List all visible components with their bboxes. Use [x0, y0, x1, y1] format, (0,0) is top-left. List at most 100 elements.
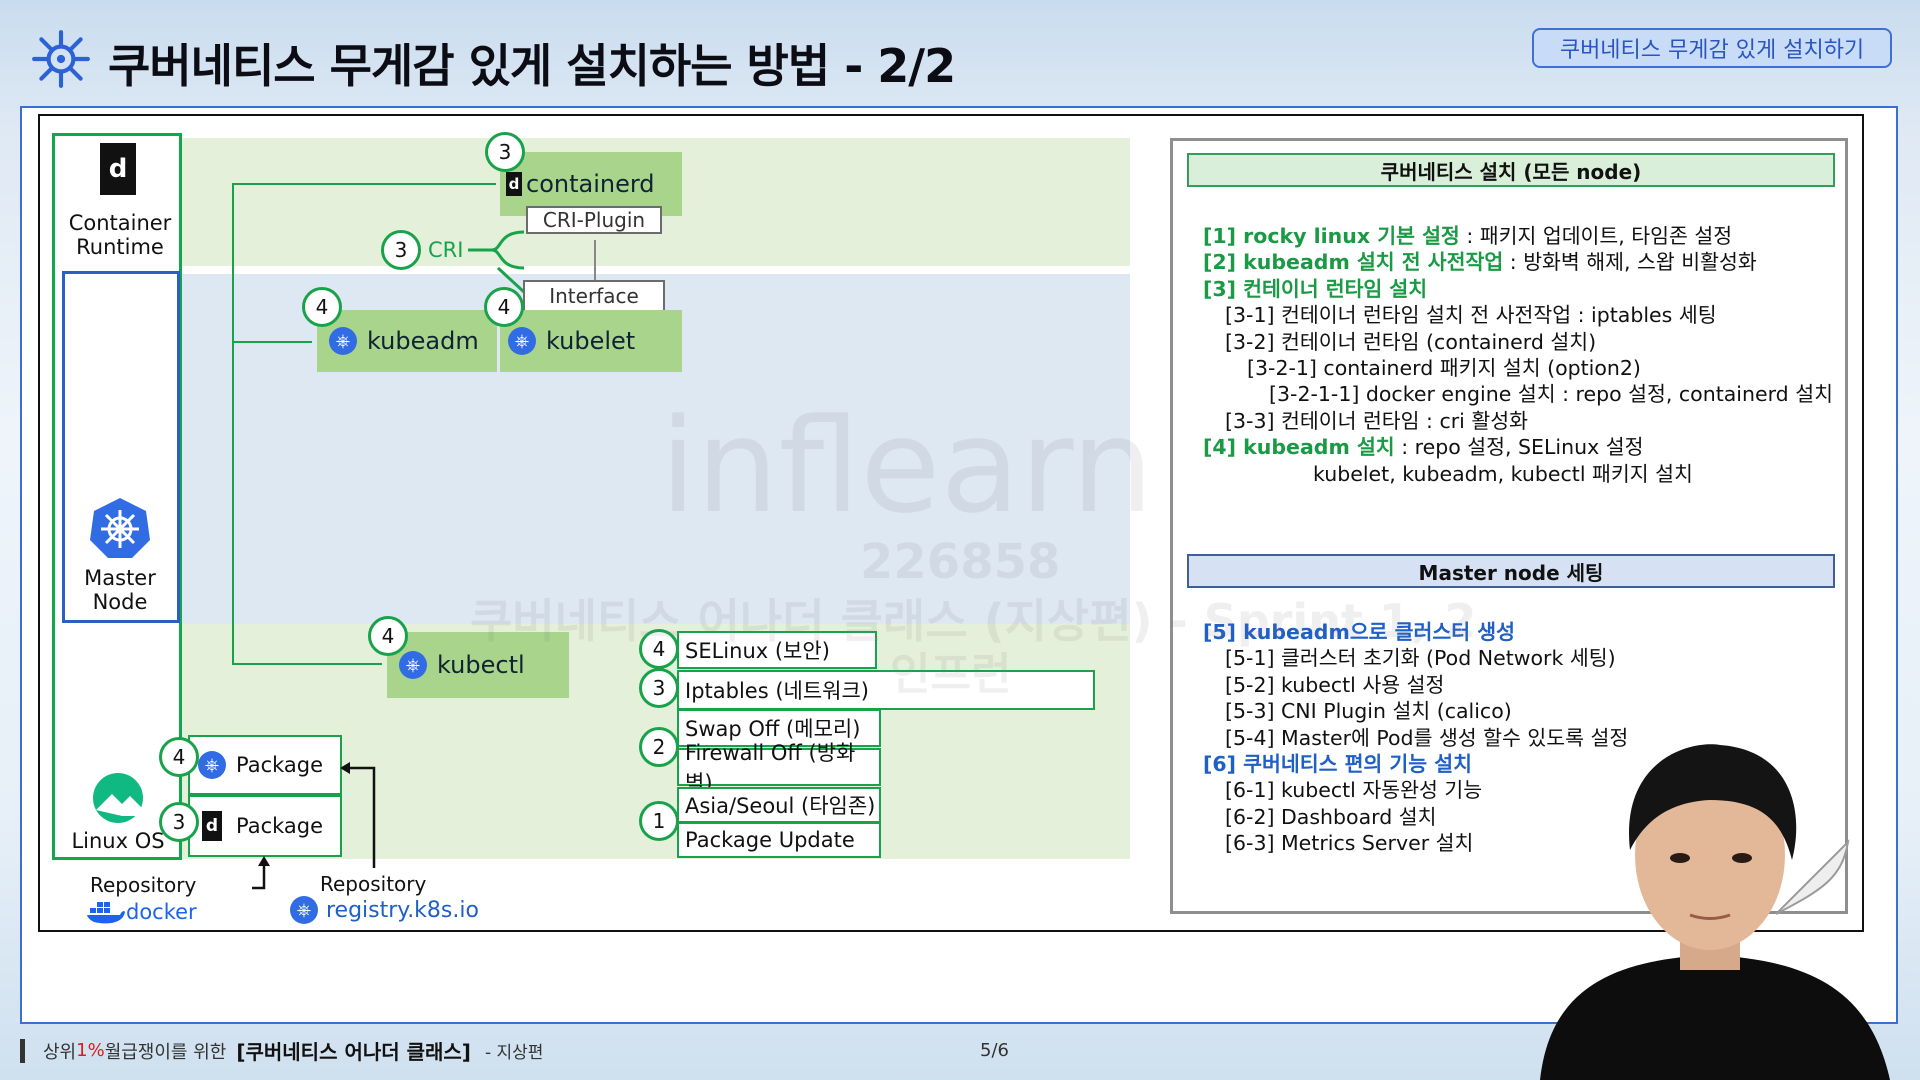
install-step-line: [3] 컨테이너 런타임 설치 [1203, 276, 1833, 302]
docker-label: docker [126, 900, 197, 924]
connector [594, 240, 596, 280]
step-number-badge: 4 [484, 287, 524, 327]
presenter-video [1540, 744, 1890, 1080]
page-number: 5/6 [980, 1040, 1009, 1061]
footer-course: [쿠버네티스 어나더 클래스] [236, 1040, 471, 1064]
kubernetes-icon: ⎈ [290, 896, 318, 924]
install-step-heading: [4] kubeadm 설치 [1203, 435, 1395, 460]
containerd-logo-icon: d [202, 811, 222, 841]
repository-docker-label: Repository [90, 873, 197, 897]
docker-icon [87, 902, 125, 924]
containerd-logo-icon: d [506, 172, 522, 196]
footer-bar [20, 1038, 25, 1063]
step-number-badge: 1 [639, 801, 679, 841]
kubectl-label: kubectl [437, 651, 525, 679]
install-step-line: [5-1] 클러스터 초기화 (Pod Network 세팅) [1225, 646, 1616, 671]
step-number-badge: 4 [368, 616, 408, 656]
install-step-heading: [3] 컨테이너 런타임 설치 [1203, 276, 1428, 301]
step-number-badge: 2 [639, 727, 679, 767]
package-label: Package [236, 814, 324, 838]
kubeadm-box: ⎈ kubeadm [317, 310, 497, 372]
install-step-line: kubelet, kubeadm, kubectl 패키지 설치 [1313, 461, 1693, 486]
package-k8s-box: ⎈ Package [188, 735, 342, 795]
step-package-update: Package Update [677, 822, 881, 858]
registry-k8s: ⎈ registry.k8s.io [290, 896, 479, 924]
section-badge: 쿠버네티스 무게감 있게 설치하기 [1532, 28, 1892, 68]
install-step-line: [3-2] 컨테이너 런타임 (containerd 설치) [1225, 329, 1597, 354]
footer-mid: 월급쟁이를 위한 [104, 1041, 227, 1063]
docker-logo: docker [86, 898, 197, 926]
step-number-badge: 3 [381, 230, 421, 270]
install-step-line: [3-2-1-1] docker engine 설치 : repo 설정, co… [1269, 382, 1833, 407]
footer-pre: 상위 [43, 1041, 77, 1063]
install-step-heading: [6] 쿠버네티스 편의 기능 설치 [1203, 752, 1473, 777]
step-number-badge: 4 [639, 629, 679, 669]
page-curl-icon [1775, 839, 1850, 915]
install-step-line: [6-3] Metrics Server 설치 [1225, 831, 1474, 856]
install-step-heading: [5] kubeadm으로 클러스터 생성 [1203, 620, 1515, 644]
registry-label: registry.k8s.io [326, 897, 479, 923]
page-title: 쿠버네티스 무게감 있게 설치하는 방법 - 2/2 [108, 39, 956, 93]
repository-arrows [252, 762, 376, 890]
package-label: Package [236, 753, 324, 777]
install-step-line: [6-1] kubectl 자동완성 기능 [1225, 778, 1483, 803]
install-step-line: [5-4] Master에 Pod를 생성 할수 있도록 설정 [1225, 725, 1629, 750]
step-number-badge: 3 [639, 668, 679, 708]
master-node-box [62, 271, 180, 623]
connector [232, 183, 234, 663]
containerd-label: containerd [526, 170, 655, 198]
kubelet-label: kubelet [546, 327, 636, 355]
install-all-nodes-header: 쿠버네티스 설치 (모든 node) [1187, 153, 1835, 187]
step-swap-off: Swap Off (메모리) [677, 709, 881, 747]
install-step-line: [3-3] 컨테이너 런타임 : cri 활성화 [1225, 408, 1528, 433]
footer: 상위 1% 월급쟁이를 위한 [쿠버네티스 어나더 클래스] - 지상편 [20, 1036, 543, 1065]
install-step-detail: : 방화벽 해제, 스왑 비활성화 [1503, 250, 1757, 275]
install-step-line: [5-2] kubectl 사용 설정 [1225, 672, 1445, 697]
kubectl-box: ⎈ kubectl [387, 632, 569, 698]
install-step-line: [3-2-1] containerd 패키지 설치 (option2) [1247, 356, 1641, 381]
install-step-line: [3-1] 컨테이너 런타임 설치 전 사전작업 : iptables 세팅 [1225, 303, 1717, 328]
step-number-badge: 3 [485, 132, 525, 172]
kubernetes-icon [90, 498, 150, 558]
kubeadm-label: kubeadm [367, 327, 479, 355]
install-step-line: [5-3] CNI Plugin 설치 (calico) [1225, 699, 1512, 724]
cri-bracket [468, 230, 526, 294]
kubernetes-icon: ⎈ [508, 327, 536, 355]
containerd-box: d containerd [500, 152, 682, 216]
cri-label: CRI [428, 238, 464, 262]
kubernetes-icon: ⎈ [399, 651, 427, 679]
install-step-detail: : 패키지 업데이트, 타임존 설정 [1459, 224, 1733, 248]
install-step-heading: [1] rocky linux 기본 설정 [1203, 224, 1460, 248]
step-firewall-off: Firewall Off (방화벽) [677, 741, 881, 795]
step-number-badge: 3 [159, 802, 199, 842]
footer-suffix: - 지상편 [484, 1043, 544, 1063]
container-runtime-label: Container Runtime [68, 211, 172, 259]
install-step-line: [5] kubeadm으로 클러스터 생성 [1203, 619, 1628, 645]
connector [232, 183, 496, 185]
interface-box: Interface [523, 280, 665, 312]
footer-percent: 1% [76, 1040, 105, 1061]
install-step-line: [4] kubeadm 설치 : repo 설정, SELinux 설정 [1203, 434, 1833, 460]
install-step-detail: : repo 설정, SELinux 설정 [1394, 435, 1644, 460]
rocky-linux-icon [93, 773, 143, 823]
cri-plugin-box: CRI-Plugin [526, 206, 662, 234]
install-steps-list: [1] rocky linux 기본 설정 : 패키지 업데이트, 타임존 설정… [1203, 223, 1833, 487]
kubernetes-icon: ⎈ [329, 327, 357, 355]
step-iptables: Iptables (네트워크) [677, 670, 1095, 710]
kubelet-box: ⎈ kubelet [500, 310, 682, 372]
connector [232, 663, 382, 665]
install-step-line: [1] rocky linux 기본 설정 : 패키지 업데이트, 타임존 설정 [1203, 223, 1833, 249]
step-number-badge: 4 [159, 737, 199, 777]
master-steps-list: [5] kubeadm으로 클러스터 생성[5-1] 클러스터 초기화 (Pod… [1203, 619, 1628, 857]
connector [232, 341, 312, 343]
install-step-line: [6] 쿠버네티스 편의 기능 설치 [1203, 751, 1628, 777]
install-step-line: [2] kubeadm 설치 전 사전작업 : 방화벽 해제, 스왑 비활성화 [1203, 249, 1833, 275]
master-node-header: Master node 세팅 [1187, 554, 1835, 588]
containerd-logo-icon: d [100, 143, 136, 195]
install-step-line: [6-2] Dashboard 설치 [1225, 804, 1437, 829]
kubernetes-icon: ⎈ [198, 751, 226, 779]
linux-os-label: Linux OS [71, 829, 165, 853]
step-timezone: Asia/Seoul (타임존) [677, 787, 881, 823]
repository-k8s-label: Repository [320, 872, 427, 896]
kubernetes-logo-icon [32, 30, 90, 88]
